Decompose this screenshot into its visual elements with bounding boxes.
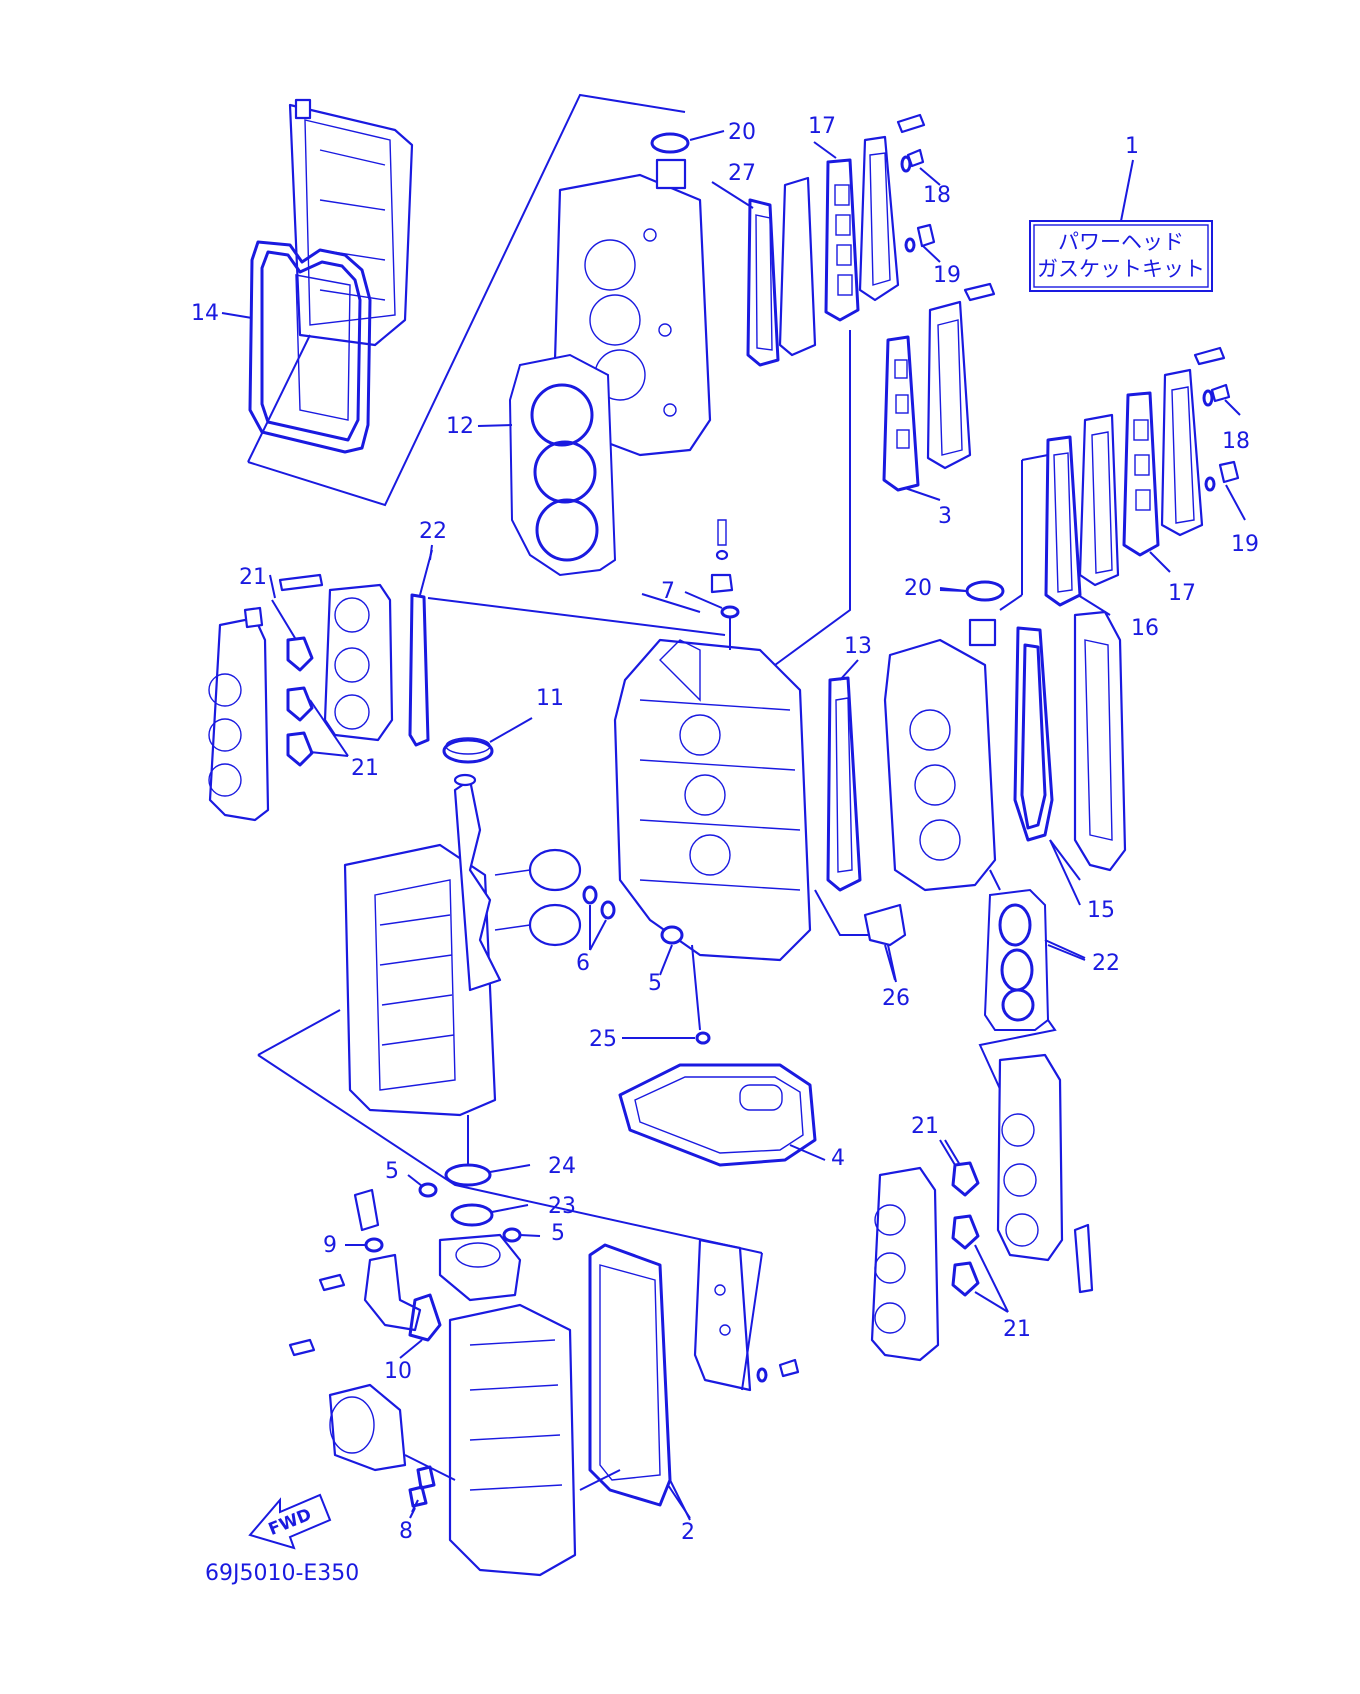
bolts-lower-left: [288, 1273, 346, 1357]
callout-22-left[interactable]: 22: [419, 519, 447, 544]
callout-7[interactable]: 7: [661, 579, 675, 604]
crankcase-gasket-2[interactable]: [588, 1243, 672, 1507]
elbow-9: [353, 1188, 422, 1332]
callout-15[interactable]: 15: [1087, 898, 1115, 923]
pistons: [494, 848, 582, 947]
base-gasket-4[interactable]: [618, 1063, 817, 1167]
exhaust-plate-cover: [926, 282, 996, 470]
gasket-8[interactable]: [408, 1465, 436, 1508]
exhaust-outer-cover-top: [858, 135, 900, 302]
exhaust-cover-top: [778, 176, 817, 357]
intake-manifold-right: [996, 1053, 1094, 1294]
callout-21-left-bottom[interactable]: 21: [351, 756, 379, 781]
callout-12[interactable]: 12: [446, 414, 474, 439]
callout-21-left-top[interactable]: 21: [239, 565, 267, 590]
callout-10[interactable]: 10: [384, 1359, 412, 1384]
callout-25[interactable]: 25: [589, 1027, 617, 1052]
callout-11[interactable]: 11: [536, 686, 564, 711]
exhaust-cover-right: [1078, 413, 1120, 587]
callout-20-right[interactable]: 20: [904, 576, 932, 601]
fwd-label: FWD: [266, 1505, 315, 1540]
callout-17-right[interactable]: 17: [1168, 581, 1196, 606]
callout-27[interactable]: 27: [728, 161, 756, 186]
callout-20-top[interactable]: 20: [728, 120, 756, 145]
filter-housing: [328, 1383, 407, 1472]
fwd-arrow: FWD: [248, 1493, 332, 1550]
o-ring-25[interactable]: [695, 1031, 711, 1045]
callout-16[interactable]: 16: [1131, 616, 1159, 641]
oil-seal-20-right[interactable]: [965, 580, 1005, 602]
cover-plate: [693, 1238, 800, 1392]
callout-5-right[interactable]: 5: [551, 1221, 565, 1246]
callout-13[interactable]: 13: [844, 634, 872, 659]
bracket-26[interactable]: [863, 903, 907, 947]
cylinder-block: [613, 638, 812, 962]
callout-21-right-bottom[interactable]: 21: [1003, 1317, 1031, 1342]
callout-3[interactable]: 3: [938, 504, 952, 529]
intake-seal-21-left[interactable]: [286, 636, 314, 767]
crankcase-left: [343, 843, 497, 1117]
lower-crankcase: [448, 1303, 577, 1577]
callout-5-left[interactable]: 5: [385, 1159, 399, 1184]
callout-19-right[interactable]: 19: [1231, 532, 1259, 557]
head-cover-gasket-15[interactable]: [1013, 626, 1054, 842]
oil-seal-20-top[interactable]: [650, 132, 690, 154]
callout-22-right[interactable]: 22: [1092, 951, 1120, 976]
exhaust-plate-gasket-3[interactable]: [882, 335, 920, 492]
exhaust-cover-gasket-16[interactable]: [1044, 435, 1082, 607]
o-rings-6[interactable]: [582, 885, 616, 920]
callout-5-block[interactable]: 5: [648, 971, 662, 996]
callout-9[interactable]: 9: [323, 1233, 337, 1258]
o-ring-7[interactable]: [720, 605, 740, 619]
callout-18-top[interactable]: 18: [923, 183, 951, 208]
crankshaft: [453, 773, 502, 992]
cylinder-head-right: [883, 618, 997, 892]
head-cover-assembly: [288, 98, 414, 347]
callout-8[interactable]: 8: [399, 1519, 413, 1544]
callout-21-right-top[interactable]: 21: [911, 1114, 939, 1139]
head-gasket-12[interactable]: [508, 353, 617, 577]
kit-label-line2: ガスケットキット: [1037, 257, 1205, 281]
intake-gasket-22-left[interactable]: [408, 593, 430, 747]
callout-4[interactable]: 4: [831, 1146, 845, 1171]
callout-18-right[interactable]: 18: [1222, 429, 1250, 454]
oil-seal-24[interactable]: [444, 1163, 492, 1187]
callout-23[interactable]: 23: [548, 1194, 576, 1219]
callout-19-top[interactable]: 19: [933, 263, 961, 288]
callout-24[interactable]: 24: [548, 1154, 576, 1179]
washer-18-top[interactable]: [900, 155, 912, 173]
throttle-body-right: [870, 1166, 940, 1362]
callout-14[interactable]: 14: [191, 301, 219, 326]
gasket-10[interactable]: [408, 1293, 442, 1342]
exhaust-gasket-13[interactable]: [826, 676, 862, 892]
o-ring-5-block[interactable]: [660, 925, 684, 945]
callout-1[interactable]: 1: [1125, 134, 1139, 159]
o-ring-5-left[interactable]: [418, 1182, 438, 1198]
plug-19-top[interactable]: [904, 223, 936, 253]
diagram-code: 69J5010-E350: [205, 1561, 359, 1586]
callout-17-top[interactable]: 17: [808, 114, 836, 139]
head-cover-gasket-14[interactable]: [248, 240, 372, 454]
head-cover-right: [1073, 610, 1127, 872]
callout-labels: 1 2 3 4 5 5 5 6 7 8 9 10 11 12 13 14 15 …: [191, 114, 1259, 1545]
callout-26[interactable]: 26: [882, 986, 910, 1011]
exhaust-outer-cover-right: [1160, 346, 1240, 537]
o-ring-5-right[interactable]: [502, 1227, 522, 1243]
callout-6[interactable]: 6: [576, 951, 590, 976]
exhaust-cover-gasket-17-right[interactable]: [1122, 391, 1160, 557]
throttle-body-left: [208, 606, 270, 822]
pump-housing: [438, 1233, 522, 1302]
gasket-kit-label[interactable]: パワーヘッド ガスケットキット: [1029, 220, 1213, 292]
oil-seal-11[interactable]: [442, 737, 494, 764]
intake-seal-21-right[interactable]: [951, 1161, 980, 1297]
callout-2[interactable]: 2: [681, 1520, 695, 1545]
sensor-7: [710, 519, 734, 594]
exhaust-cover-gasket-27[interactable]: [746, 198, 780, 367]
intake-gasket-22-right[interactable]: [983, 888, 1050, 1031]
exhaust-cover-gasket-17-top[interactable]: [824, 158, 860, 322]
oil-seal-23[interactable]: [450, 1203, 494, 1227]
intake-manifold-left: [278, 573, 394, 742]
kit-label-line1: パワーヘッド: [1058, 230, 1184, 254]
